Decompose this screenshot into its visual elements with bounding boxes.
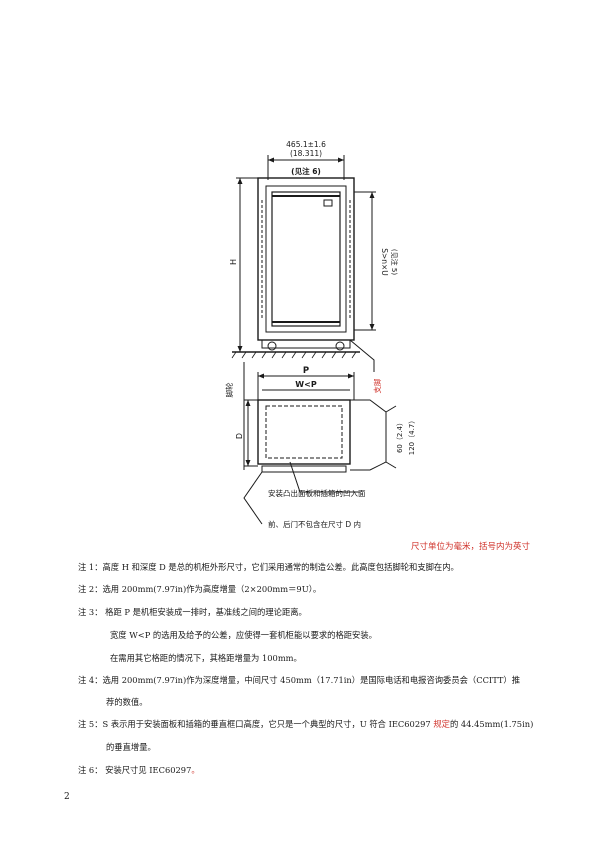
note-3-line-3: 在需用其它格距的情况下，其格距增量为 100mm。 — [110, 653, 302, 663]
note-5: 注 5：S 表示用于安装面板和插箱的垂直框口高度，它只是一个典型的尺寸，U 符合… — [78, 717, 533, 731]
cabinet-plan-outline — [257, 399, 351, 465]
recess-leader — [289, 461, 360, 493]
caster-right — [335, 341, 345, 351]
pitch-label: P — [303, 366, 309, 376]
width-dimension-text: 465.1±1.6 — [286, 140, 326, 149]
note-5-line-2: 的垂直增量。 — [106, 742, 156, 752]
note-4: 注 4：选用 200mm(7.97in)作为深度增量，中间尺寸 450mm（17… — [78, 675, 521, 685]
note-2: 注 2：选用 200mm(7.97in)作为高度增量（2×200mm＝9U）。 — [78, 584, 322, 594]
height-label: H — [229, 259, 238, 265]
dim-120-label: 120（4.7） — [408, 417, 416, 456]
caster-left — [267, 341, 277, 351]
note-3-line-2: 宽度 W<P 的选用及给予的公差，应使得一套机柜能以要求的格距安装。 — [110, 630, 377, 640]
note-5-text: 注 5：S 表示用于安装面板和插箱的垂直框口高度，它只是一个典型的尺寸，U 符合… — [78, 719, 434, 729]
cabinet-front-inner — [265, 185, 347, 333]
s-note-label: (见注 5) — [390, 249, 399, 275]
dim-60-label: 60（2.4） — [396, 419, 404, 453]
note-5-red-text: 规定 — [433, 719, 450, 729]
rail-clip-top — [323, 199, 333, 207]
note-6-text: 注 6： 安装尺寸见 IEC60297 — [78, 765, 192, 775]
width-lt-pitch-label: W<P — [295, 380, 317, 389]
cabinet-plan-door — [261, 465, 347, 473]
s-label: S>n×U — [380, 248, 389, 276]
door-note: 前、后门不包含在尺寸 D 内 — [268, 519, 361, 529]
foot-outline — [350, 399, 387, 471]
floor-hatch — [231, 351, 357, 359]
note-5-text-end: 的 44.45mm(1.75in) — [449, 719, 534, 729]
cabinet-plan-recess — [265, 405, 343, 459]
cabinet-dimension-drawing: 465.1±1.6 (18.311) (见注 6) H S>n×U (见注 5)… — [224, 140, 416, 529]
note-6: 注 6： 安装尺寸见 IEC60297。 — [78, 763, 200, 777]
door-leader — [243, 471, 263, 525]
note-6-red-period: 。 — [191, 765, 200, 775]
foot-label: 支脚 — [372, 379, 382, 394]
foot-leader — [349, 339, 375, 372]
cabinet-base — [261, 339, 351, 349]
note-3: 注 3： 格距 P 是机柜安装成一排时，基准线之间的理论距离。 — [78, 607, 307, 617]
width-dimension-inch: (18.311) — [290, 149, 322, 158]
foot-dim-60 — [385, 405, 397, 413]
recess-note: 安装凸出面板和插箱的凹入面 — [268, 488, 366, 498]
note-1: 注 1：高度 H 和深度 D 是总的机柜外形尺寸，它们采用通常的制造公差。此高度… — [78, 562, 459, 572]
cabinet-mounting-frame — [271, 191, 341, 327]
depth-label: D — [235, 433, 244, 439]
note-4-line-2: 荐的数值。 — [106, 697, 148, 707]
page-number: 2 — [64, 792, 70, 802]
top-note-label: (见注 6) — [291, 166, 321, 176]
unit-note: 尺寸单位为毫米，括号内为英寸 — [410, 542, 530, 552]
foot-dim-120 — [385, 461, 397, 469]
caster-label: 脚轮 — [224, 382, 234, 397]
dimension-arrows — [237, 157, 375, 466]
